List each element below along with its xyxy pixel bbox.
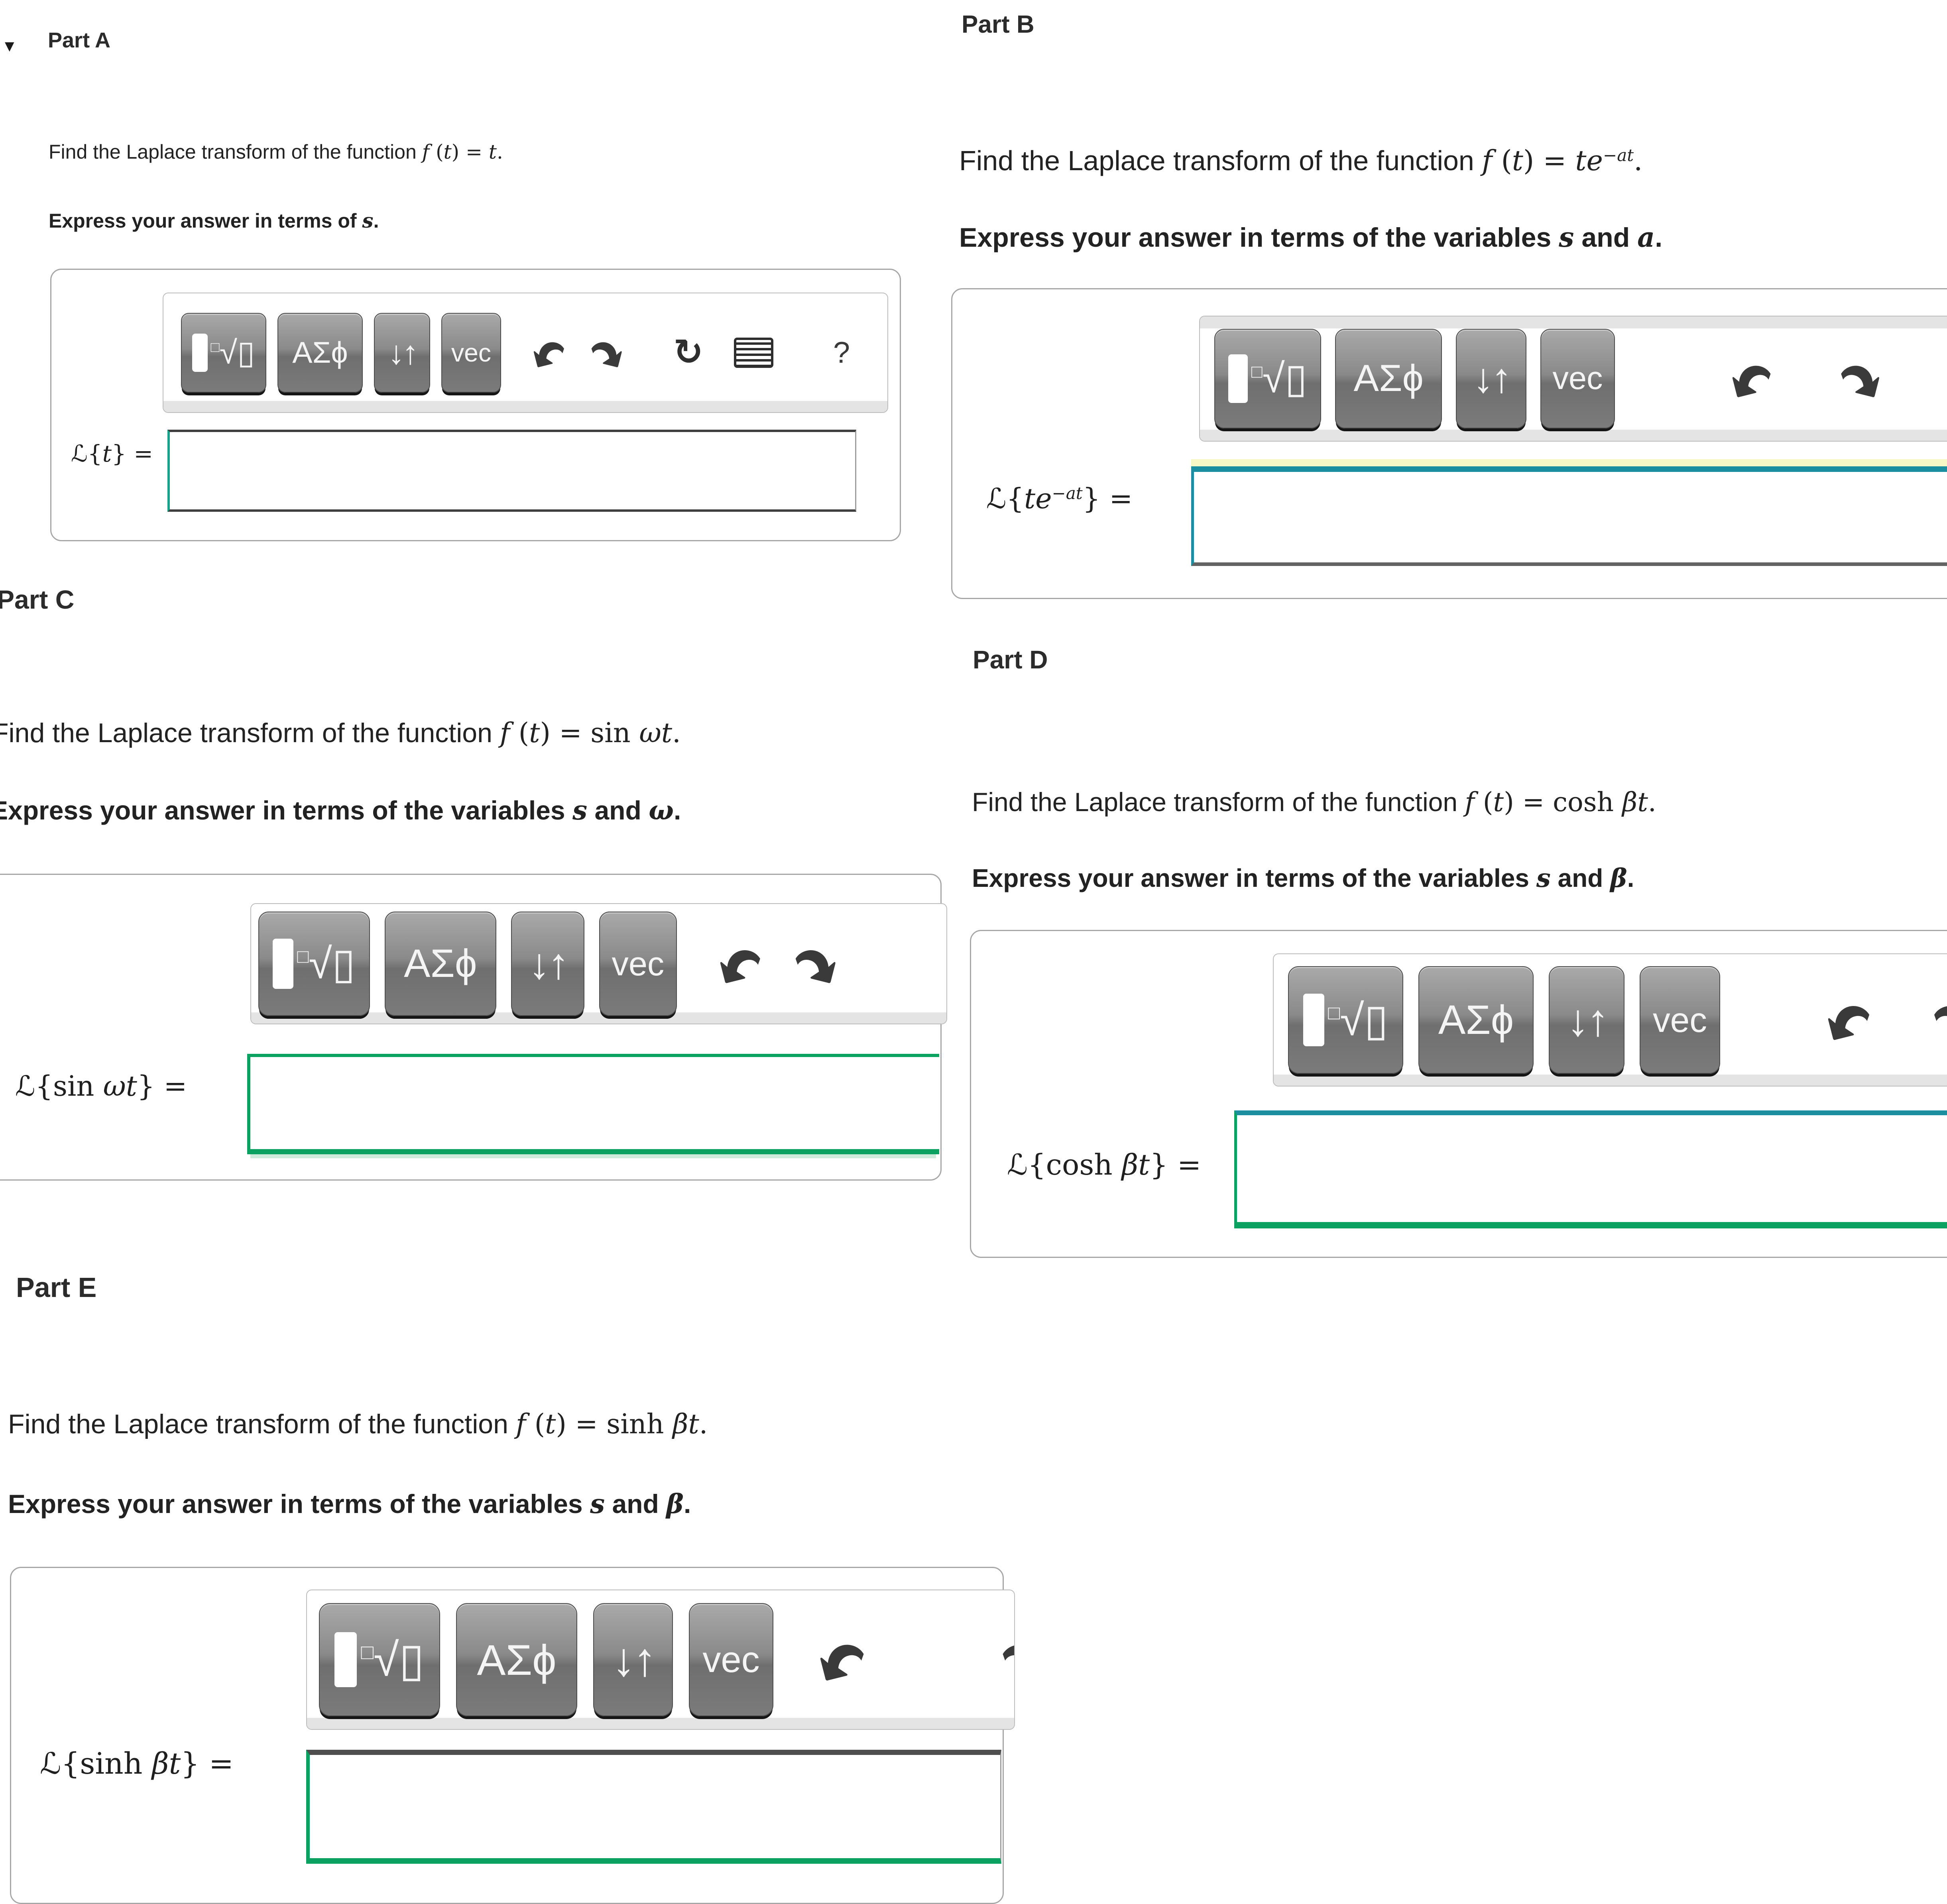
keyboard-icon[interactable]	[734, 337, 774, 368]
greek-symbols-button[interactable]: ΑΣϕ	[277, 313, 363, 393]
nth-root-icon: □√▯	[297, 939, 356, 987]
template-block-icon	[273, 938, 293, 989]
updown-arrows-button[interactable]: ↓↑	[1549, 966, 1625, 1074]
greek-symbols-button[interactable]: ΑΣϕ	[384, 912, 496, 1016]
nth-root-icon: □√▯	[361, 1633, 425, 1686]
undo-icon[interactable]	[534, 333, 567, 372]
vector-button[interactable]: vec	[441, 313, 501, 393]
template-block-icon	[1228, 354, 1248, 403]
part-b-title: Part B	[962, 11, 1034, 38]
nth-root-icon: □√▯	[1328, 996, 1388, 1045]
part-d-title: Part D	[973, 645, 1048, 674]
part-d-question: Find the Laplace transform of the functi…	[972, 787, 1656, 817]
part-c-equation-toolbar: □√▯ ΑΣϕ ↓↑ vec	[250, 903, 947, 1024]
updown-arrows-button[interactable]: ↓↑	[593, 1603, 673, 1716]
updown-arrows-button[interactable]: ↓↑	[374, 313, 431, 393]
reset-icon[interactable]: ↻	[673, 332, 704, 373]
equation-template-button[interactable]: □√▯	[181, 313, 266, 393]
part-c-title: Part C	[0, 585, 75, 614]
equation-template-button[interactable]: □√▯	[319, 1603, 440, 1716]
template-block-icon	[1303, 994, 1324, 1046]
help-button[interactable]: ?	[833, 336, 850, 369]
updown-arrows-button[interactable]: ↓↑	[511, 912, 584, 1016]
part-a-express-instruction: Express your answer in terms of s.	[49, 209, 379, 232]
redo-icon[interactable]	[1838, 354, 1879, 404]
part-a-answer-label: ℒ{t} =	[71, 440, 153, 467]
equation-template-button[interactable]: □√▯	[1288, 966, 1403, 1074]
vector-button[interactable]: vec	[599, 912, 677, 1016]
undo-icon[interactable]	[720, 938, 764, 990]
redo-icon[interactable]	[1931, 993, 1947, 1047]
part-a-equation-toolbar: □√▯ ΑΣϕ ↓↑ vec ↻ ?	[163, 293, 888, 413]
equation-template-button[interactable]: □√▯	[1214, 328, 1321, 429]
updown-arrows-button[interactable]: ↓↑	[1456, 328, 1526, 429]
input-highlight-strip	[1191, 459, 1947, 466]
redo-icon[interactable]	[792, 938, 836, 990]
vector-button[interactable]: vec	[689, 1603, 773, 1716]
part-c-question: Find the Laplace transform of the functi…	[0, 717, 681, 749]
template-block-icon	[334, 1632, 357, 1687]
part-e-equation-toolbar: □√▯ ΑΣϕ ↓↑ vec	[306, 1590, 1015, 1730]
part-d-equation-input[interactable]	[1234, 1110, 1947, 1228]
nth-root-icon: □√▯	[1251, 356, 1307, 401]
nth-root-icon: □√▯	[210, 335, 255, 371]
template-block-icon	[192, 333, 208, 372]
redo-icon[interactable]	[589, 333, 622, 372]
part-c-equation-input[interactable]	[247, 1054, 939, 1154]
vector-button[interactable]: vec	[1640, 966, 1720, 1074]
undo-icon[interactable]	[1733, 354, 1774, 404]
part-e-answer-label: ℒ{sinh βt} =	[40, 1747, 234, 1781]
part-b-express-instruction: Express your answer in terms of the vari…	[959, 222, 1663, 253]
greek-symbols-button[interactable]: ΑΣϕ	[1335, 328, 1442, 429]
part-b-equation-toolbar: □√▯ ΑΣϕ ↓↑ vec	[1199, 316, 1947, 442]
part-c-answer-label: ℒ{sin ωt} =	[15, 1070, 187, 1102]
part-e-question: Find the Laplace transform of the functi…	[8, 1409, 708, 1440]
part-a-question: Find the Laplace transform of the functi…	[49, 140, 503, 163]
part-b-question: Find the Laplace transform of the functi…	[959, 144, 1643, 177]
part-a-equation-input[interactable]	[167, 430, 856, 512]
collapse-triangle-icon[interactable]: ▼	[2, 37, 18, 55]
part-d-express-instruction: Express your answer in terms of the vari…	[972, 863, 1634, 893]
part-b-answer-label: ℒ{te−at} =	[986, 482, 1133, 515]
vector-button[interactable]: vec	[1540, 328, 1615, 429]
greek-symbols-button[interactable]: ΑΣϕ	[456, 1603, 577, 1716]
undo-icon[interactable]	[1828, 993, 1873, 1047]
part-a-title: Part A	[48, 28, 111, 52]
part-e-equation-input[interactable]	[306, 1750, 1001, 1864]
part-e-express-instruction: Express your answer in terms of the vari…	[8, 1488, 691, 1519]
part-c-express-instruction: Express your answer in terms of the vari…	[0, 795, 681, 826]
part-e-title: Part E	[16, 1272, 97, 1303]
part-d-answer-label: ℒ{cosh βt} =	[1007, 1148, 1202, 1181]
redo-icon[interactable]	[999, 1631, 1015, 1688]
undo-icon[interactable]	[820, 1631, 867, 1688]
equation-template-button[interactable]: □√▯	[258, 912, 370, 1016]
part-b-equation-input[interactable]	[1191, 466, 1947, 566]
part-d-equation-toolbar: □√▯ ΑΣϕ ↓↑ vec	[1273, 953, 1947, 1087]
greek-symbols-button[interactable]: ΑΣϕ	[1418, 966, 1534, 1074]
